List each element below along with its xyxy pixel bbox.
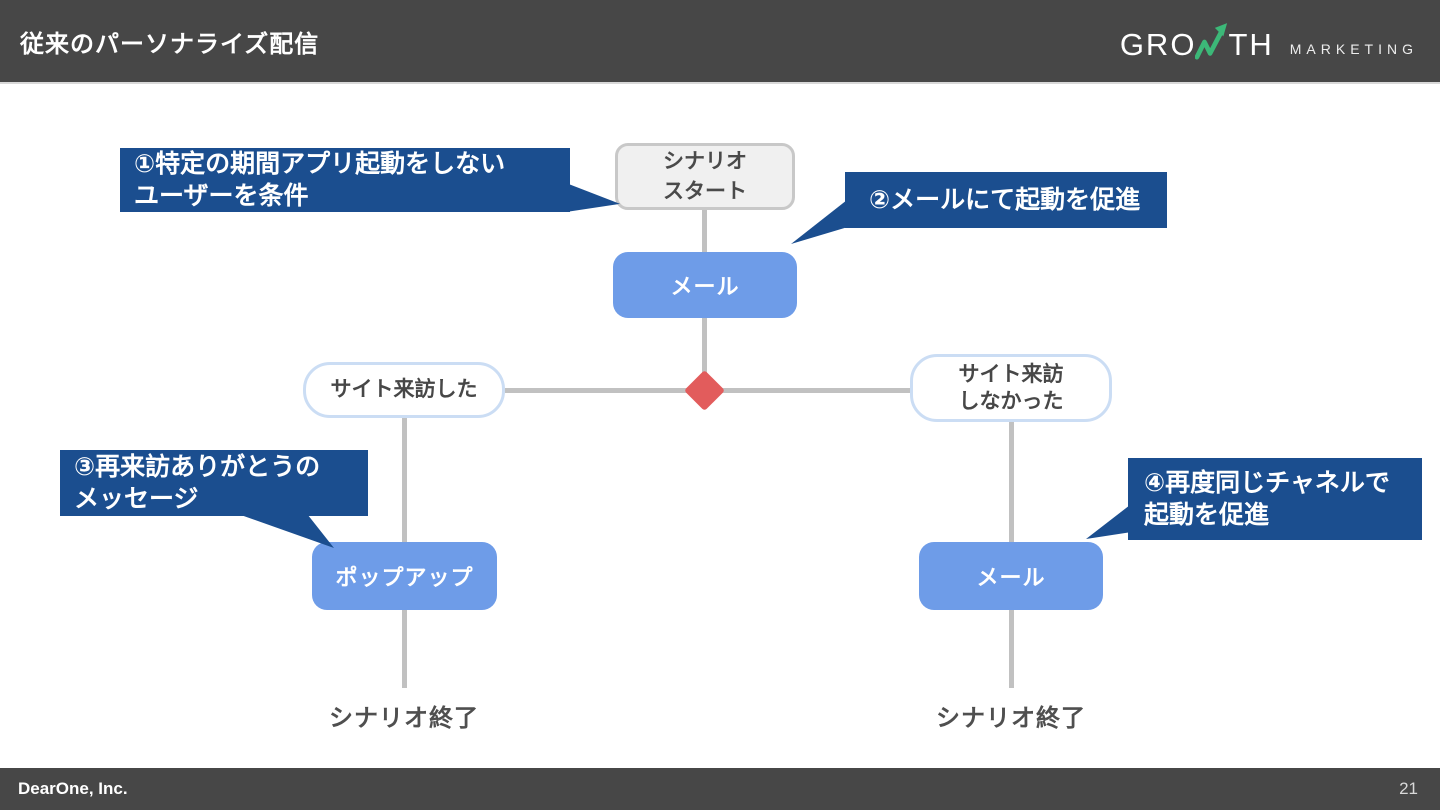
callout-1-condition: ①特定の期間アプリ起動をしない ユーザーを条件	[120, 148, 570, 212]
branch-diamond	[683, 369, 726, 412]
node-scenario-start: シナリオ スタート	[615, 143, 795, 210]
callout-2-pointer	[791, 200, 847, 244]
growth-marketing-logo: GRO TH MARKETING	[1119, 22, 1418, 62]
page-title: 従来のパーソナライズ配信	[20, 30, 320, 58]
footer-bar: DearOne, Inc. 21	[0, 768, 1440, 810]
callout-1-pointer	[566, 183, 620, 212]
connector-visited-to-popup	[402, 416, 407, 544]
callout-4-pointer	[1086, 505, 1130, 539]
logo-text-th: TH	[1228, 26, 1274, 62]
node-popup: ポップアップ	[312, 542, 497, 610]
node-site-not-visited: サイト来訪 しなかった	[910, 354, 1112, 422]
logo-text-gro: GRO	[1119, 26, 1197, 62]
connector-notvisited-to-mail	[1009, 420, 1014, 544]
connector-mail-to-branch	[702, 316, 707, 392]
footer-company-name: DearOne, Inc.	[18, 779, 128, 798]
callout-3-thanks-message: ③再来訪ありがとうの メッセージ	[60, 450, 368, 516]
connector-mailright-to-end	[1009, 608, 1014, 688]
page-number: 21	[1399, 779, 1418, 798]
label-scenario-end-right: シナリオ終了	[936, 705, 1086, 732]
node-site-visited: サイト来訪した	[303, 362, 505, 418]
node-mail-right: メール	[919, 542, 1103, 610]
header-bar: 従来のパーソナライズ配信 GRO TH MARKETING	[0, 0, 1440, 84]
label-scenario-end-left: シナリオ終了	[329, 705, 479, 732]
connector-start-to-mail	[702, 208, 707, 254]
node-mail-center: メール	[613, 252, 797, 318]
growth-arrow-icon	[1195, 22, 1228, 59]
callout-4-same-channel: ④再度同じチャネルで 起動を促進	[1128, 458, 1422, 540]
connector-popup-to-end	[402, 608, 407, 688]
callout-2-mail-promote: ②メールにて起動を促進	[845, 172, 1167, 228]
logo-text-marketing: MARKETING	[1289, 40, 1418, 57]
